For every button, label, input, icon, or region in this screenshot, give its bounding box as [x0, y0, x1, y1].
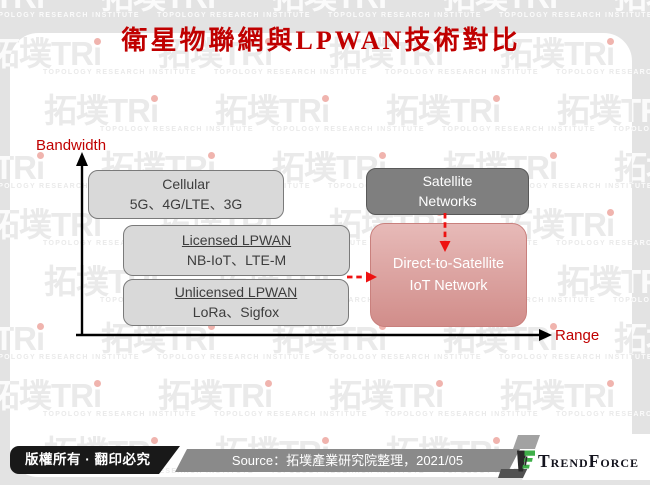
- copyright-banner: 版權所有 · 翻印必究: [10, 446, 180, 474]
- box-subtitle: IoT Network: [409, 278, 488, 294]
- footer-accent-lower: [498, 469, 528, 478]
- box-subtitle: LoRa、Sigfox: [192, 303, 280, 320]
- satellite-networks-box: Satellite Networks: [366, 168, 529, 215]
- box-subtitle: Networks: [418, 192, 477, 209]
- licensed-lpwan-box: Licensed LPWAN NB-IoT、LTE-M: [123, 225, 350, 276]
- box-title: Unlicensed LPWAN: [174, 283, 298, 300]
- box-subtitle: 5G、4G/LTE、3G: [129, 195, 243, 212]
- cellular-box: Cellular 5G、4G/LTE、3G: [88, 170, 284, 219]
- trendforce-logo-mark-icon: [517, 450, 535, 472]
- source-text: Source：拓墣產業研究院整理，2021/05: [231, 453, 464, 468]
- slide-title: 衛星物聯網與LPWAN技術對比: [121, 26, 521, 55]
- box-subtitle: NB-IoT、LTE-M: [186, 251, 287, 268]
- brand-band: [522, 434, 650, 480]
- box-title: Direct-to-Satellite: [392, 255, 505, 272]
- box-title: Satellite: [422, 172, 473, 189]
- footer-accent-upper: [513, 435, 540, 449]
- range-axis-label: Range: [555, 327, 600, 344]
- trendforce-wordmark: TrendForce: [538, 451, 640, 471]
- box-title: Licensed LPWAN: [181, 231, 292, 248]
- unlicensed-lpwan-box: Unlicensed LPWAN LoRa、Sigfox: [123, 279, 349, 326]
- box-title: Cellular: [162, 175, 210, 192]
- bandwidth-axis-label: Bandwidth: [36, 137, 107, 154]
- source-bar: [175, 449, 520, 472]
- direct-to-satellite-box: Direct-to-Satellite IoT Network: [370, 223, 527, 327]
